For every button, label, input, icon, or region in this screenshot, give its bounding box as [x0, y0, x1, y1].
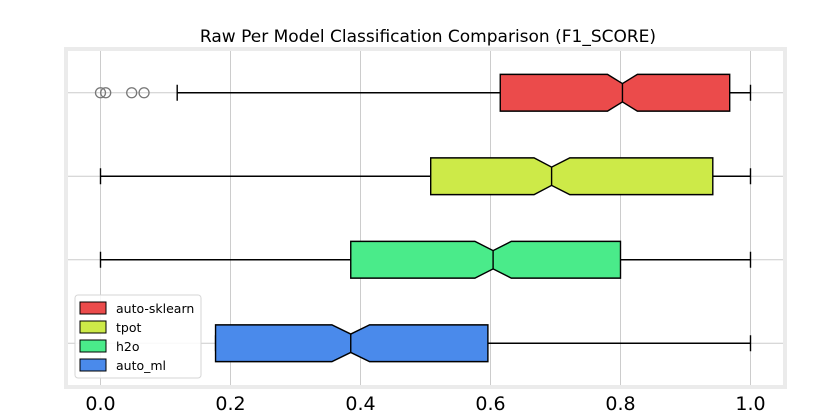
legend-swatch-h2o — [79, 339, 107, 353]
x-tick-label: 0.8 — [605, 393, 635, 415]
box-auto_ml — [214, 324, 752, 363]
legend-label-auto-sklearn: auto-sklearn — [116, 301, 194, 316]
box-h2o — [99, 240, 752, 279]
x-tick-label: 0.6 — [475, 393, 505, 415]
plot-area-frame — [64, 47, 787, 389]
chart-title: Raw Per Model Classification Comparison … — [200, 27, 656, 47]
x-tick-label: 0.0 — [85, 393, 115, 415]
box-tpot — [99, 157, 752, 196]
box-series — [94, 73, 752, 363]
legend-label-tpot: tpot — [116, 320, 141, 335]
box-auto-sklearn — [94, 73, 752, 112]
x-axis-ticks: 0.0 0.2 0.4 0.6 0.8 1.0 — [85, 393, 765, 415]
notched-box — [214, 324, 489, 363]
notched-box — [499, 73, 731, 112]
notched-box — [430, 157, 714, 196]
legend-swatch-auto-sklearn — [79, 301, 107, 315]
legend-frame — [74, 294, 202, 379]
legend-label-auto_ml: auto_ml — [116, 358, 166, 373]
legend-label-h2o: h2o — [116, 339, 140, 354]
notched-box — [350, 240, 622, 279]
x-tick-label: 0.4 — [345, 393, 375, 415]
legend-swatch-tpot — [79, 320, 107, 334]
outlier-point — [100, 87, 112, 99]
outlier-point — [126, 87, 138, 99]
x-tick-label: 1.0 — [735, 393, 765, 415]
legend-swatch-auto_ml — [79, 358, 107, 372]
outlier-point — [94, 87, 107, 99]
outlier-point — [138, 87, 150, 99]
x-tick-label: 0.2 — [215, 393, 245, 415]
legend: auto-sklearn tpot h2o auto_ml — [74, 294, 202, 379]
